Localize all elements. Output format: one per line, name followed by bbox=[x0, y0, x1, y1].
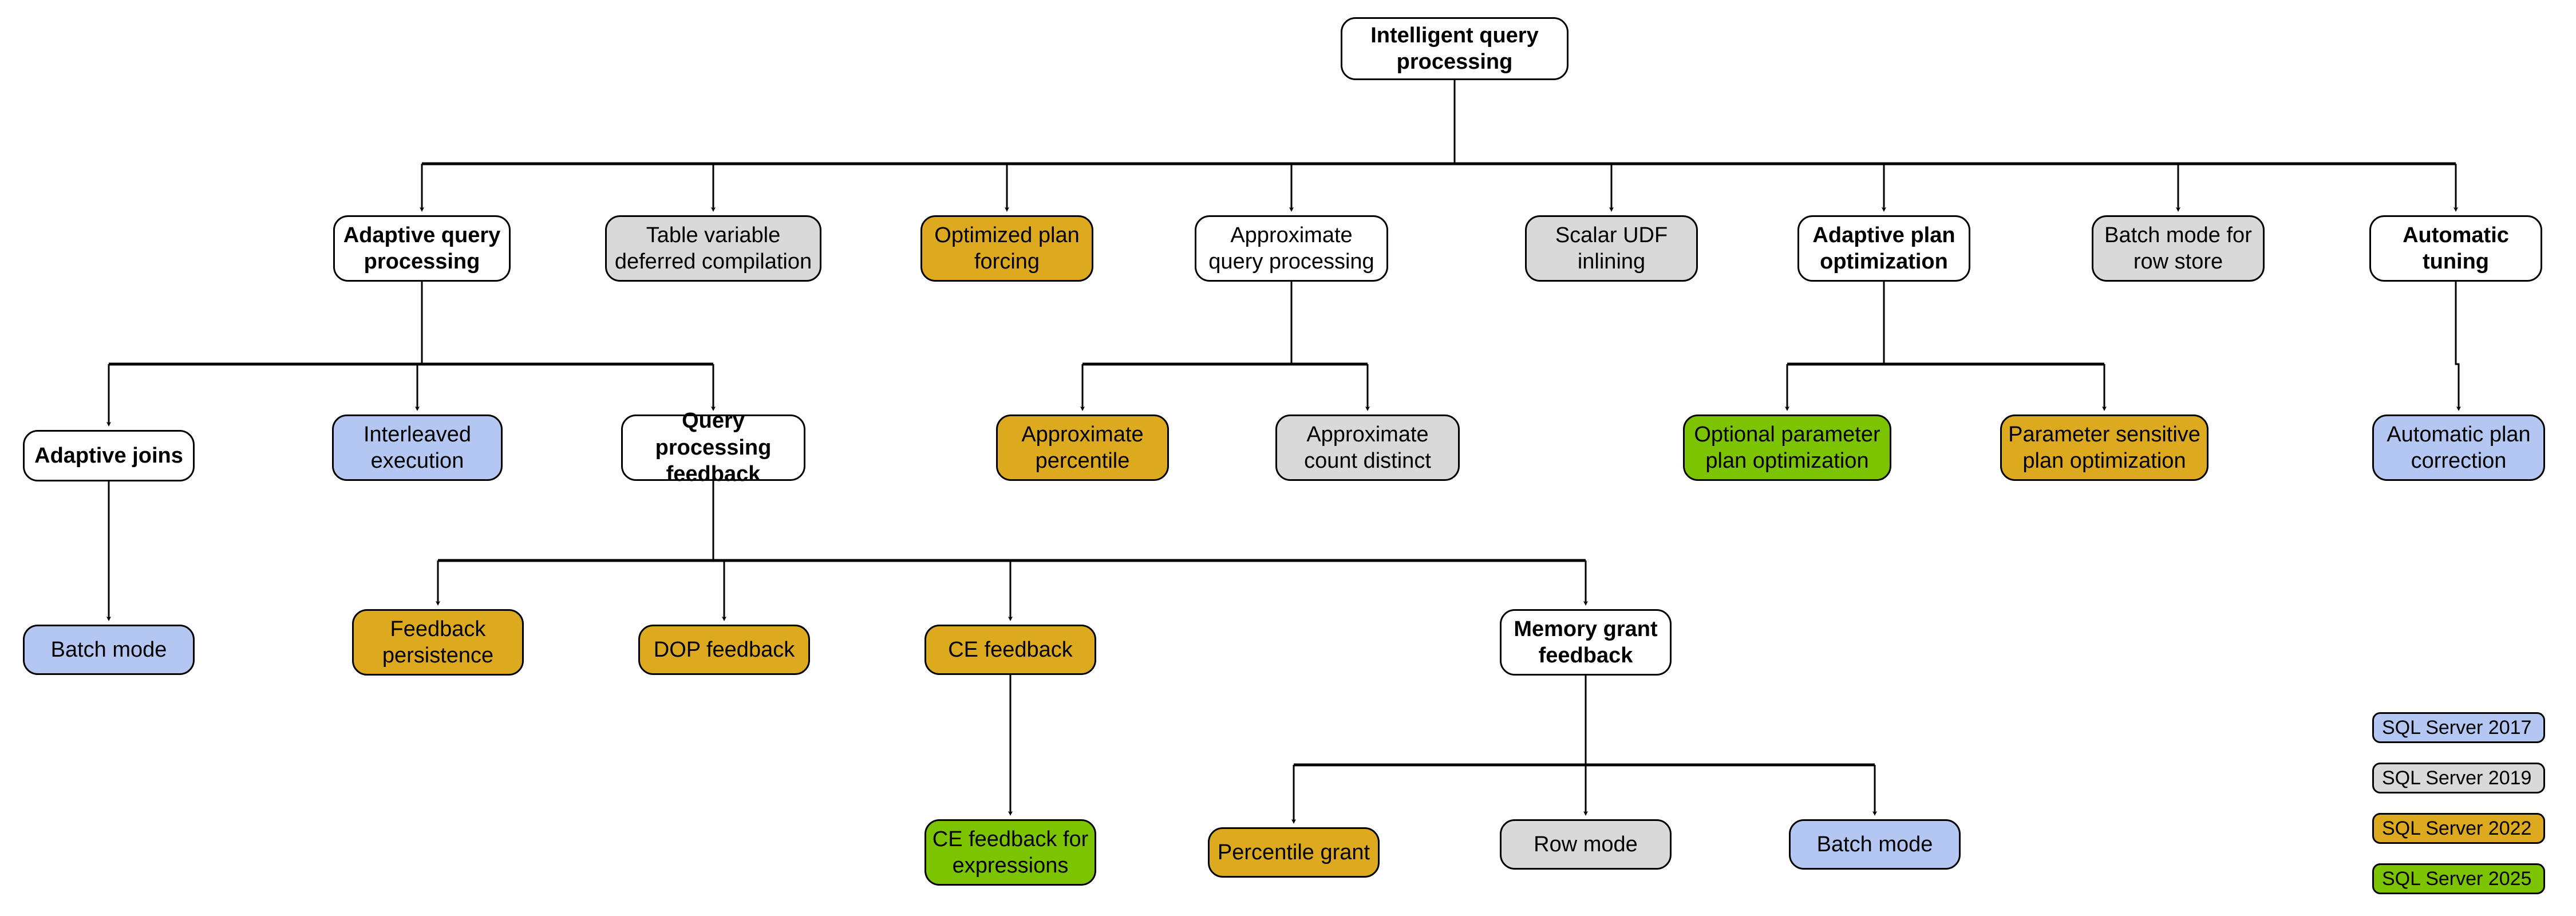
connector bbox=[2455, 282, 2461, 411]
legend-item-sql-server-2022: SQL Server 2022 bbox=[2372, 813, 2545, 844]
node-dopfb[interactable]: DOP feedback bbox=[638, 625, 810, 675]
node-batchmode2[interactable]: Batch mode bbox=[1789, 819, 1961, 870]
node-apc[interactable]: Automatic plan correction bbox=[2372, 414, 2545, 481]
node-apct[interactable]: Approximate percentile bbox=[996, 414, 1169, 481]
node-qpf[interactable]: Query processing feedback bbox=[621, 409, 805, 486]
node-acd[interactable]: Approximate count distinct bbox=[1275, 414, 1460, 481]
node-cefbexpr[interactable]: CE feedback for expressions bbox=[924, 819, 1096, 886]
node-interleaved[interactable]: Interleaved execution bbox=[332, 414, 503, 481]
node-pspo[interactable]: Parameter sensitive plan optimization bbox=[2000, 414, 2208, 481]
node-apq[interactable]: Approximate query processing bbox=[1195, 215, 1388, 282]
node-opf[interactable]: Optimized plan forcing bbox=[920, 215, 1093, 282]
node-rowmode[interactable]: Row mode bbox=[1500, 819, 1672, 870]
node-oppo[interactable]: Optional parameter plan optimization bbox=[1683, 414, 1891, 481]
node-root[interactable]: Intelligent query processing bbox=[1341, 17, 1568, 80]
node-tvdc[interactable]: Table variable deferred compilation bbox=[605, 215, 821, 282]
node-pctgrant[interactable]: Percentile grant bbox=[1208, 827, 1380, 878]
node-cefb[interactable]: CE feedback bbox=[924, 625, 1096, 675]
legend-item-sql-server-2019: SQL Server 2019 bbox=[2372, 763, 2545, 793]
node-apo[interactable]: Adaptive plan optimization bbox=[1797, 215, 1970, 282]
node-fbpersist[interactable]: Feedback persistence bbox=[352, 609, 524, 676]
node-udf[interactable]: Scalar UDF inlining bbox=[1525, 215, 1698, 282]
node-aqp[interactable]: Adaptive query processing bbox=[333, 215, 511, 282]
node-batchmode1[interactable]: Batch mode bbox=[23, 625, 195, 675]
node-adaptjoins[interactable]: Adaptive joins bbox=[23, 430, 195, 481]
legend-item-sql-server-2025: SQL Server 2025 bbox=[2372, 863, 2545, 894]
node-bmrs[interactable]: Batch mode for row store bbox=[2092, 215, 2265, 282]
node-mgf[interactable]: Memory grant feedback bbox=[1500, 609, 1672, 676]
legend-item-sql-server-2017: SQL Server 2017 bbox=[2372, 712, 2545, 743]
node-autotune[interactable]: Automatic tuning bbox=[2369, 215, 2542, 282]
